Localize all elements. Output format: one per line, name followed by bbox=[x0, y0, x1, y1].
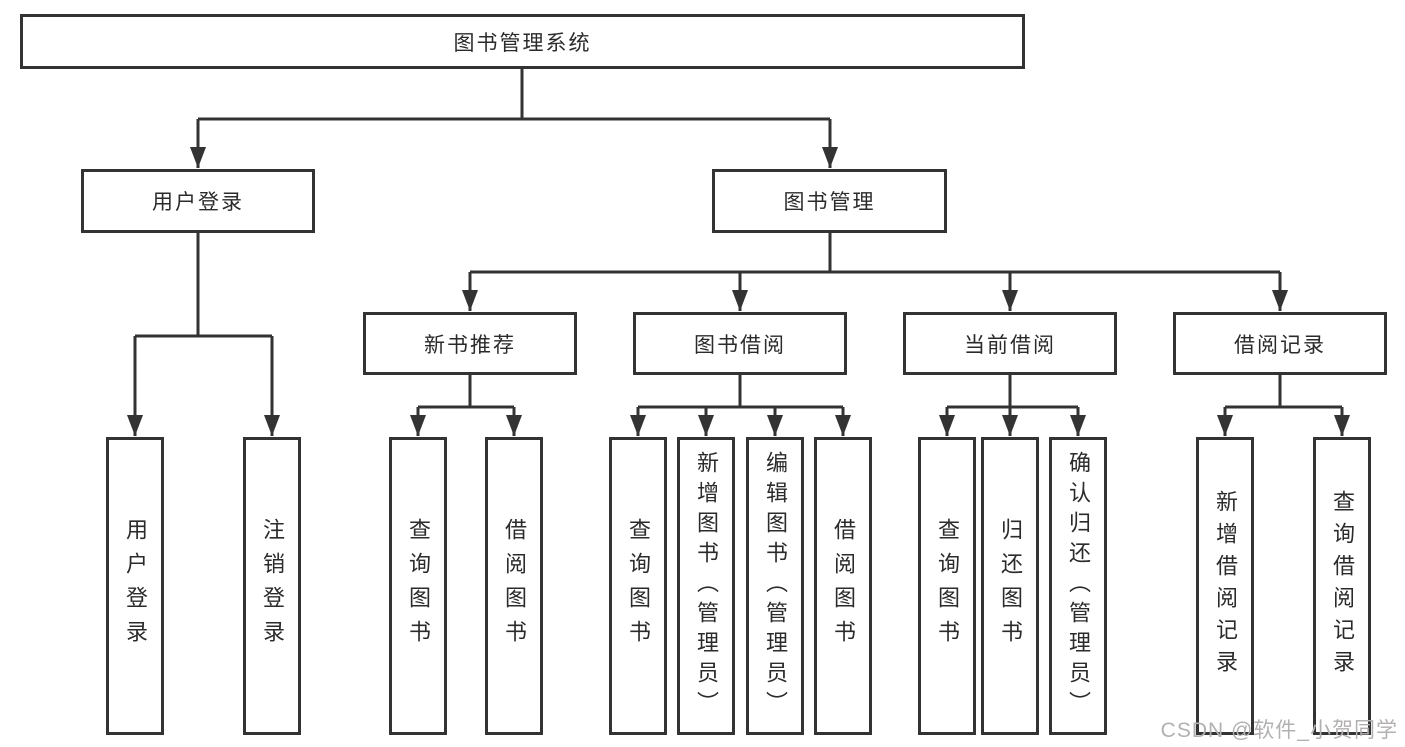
node-borrow-records: 借阅记录 bbox=[1173, 312, 1387, 375]
leaf-add-borrow-record: 新增借阅记录 bbox=[1196, 437, 1254, 735]
connector-newbook-trunk bbox=[418, 375, 514, 409]
leaf-query-borrow-record-label: 查询借阅记录 bbox=[1330, 490, 1355, 682]
connector-root-trunk bbox=[198, 69, 830, 121]
node-book-borrow: 图书借阅 bbox=[633, 312, 847, 375]
leaf-query-borrow-record: 查询借阅记录 bbox=[1313, 437, 1371, 735]
leaf-add-borrow-record-label: 新增借阅记录 bbox=[1213, 490, 1238, 682]
leaf-user-login: 用户登录 bbox=[106, 437, 164, 735]
leaf-logout: 注销登录 bbox=[243, 437, 301, 735]
leaf-query-books-borrow-label: 查询图书 bbox=[626, 518, 651, 654]
leaf-add-book-admin-label: 新增图书（管理员） bbox=[694, 451, 719, 721]
leaf-add-book-admin: 新增图书（管理员） bbox=[677, 437, 735, 735]
connector-bookborrow-trunk bbox=[638, 375, 843, 409]
node-book-management: 图书管理 bbox=[712, 169, 947, 233]
leaf-query-books-current-label: 查询图书 bbox=[935, 518, 960, 654]
leaf-borrow-books-recommend: 借阅图书 bbox=[485, 437, 543, 735]
leaf-borrow-books-recommend-label: 借阅图书 bbox=[502, 518, 527, 654]
leaf-borrow-books: 借阅图书 bbox=[814, 437, 872, 735]
leaf-confirm-return-admin-label: 确认归还（管理员） bbox=[1066, 451, 1091, 721]
leaf-query-books-recommend-label: 查询图书 bbox=[406, 518, 431, 654]
node-new-book-recommend: 新书推荐 bbox=[363, 312, 577, 375]
connectors-group bbox=[127, 69, 1350, 436]
leaf-logout-label: 注销登录 bbox=[260, 518, 285, 654]
leaf-query-books-recommend: 查询图书 bbox=[389, 437, 447, 735]
leaf-query-books-borrow: 查询图书 bbox=[609, 437, 667, 735]
leaf-edit-book-admin: 编辑图书（管理员） bbox=[746, 437, 804, 735]
leaf-return-book: 归还图书 bbox=[981, 437, 1039, 735]
connector-userlogin-trunk bbox=[135, 233, 272, 338]
leaf-borrow-books-label: 借阅图书 bbox=[831, 518, 856, 654]
node-user-login: 用户登录 bbox=[81, 169, 315, 233]
leaf-query-books-current: 查询图书 bbox=[918, 437, 976, 735]
leaf-return-book-label: 归还图书 bbox=[998, 518, 1023, 654]
node-current-borrow: 当前借阅 bbox=[903, 312, 1117, 375]
connector-bookmgmt-trunk bbox=[470, 233, 1280, 274]
connector-borrowrecords-trunk bbox=[1225, 375, 1342, 409]
connector-currentborrow-trunk bbox=[947, 375, 1078, 409]
node-root-system: 图书管理系统 bbox=[20, 14, 1025, 69]
leaf-confirm-return-admin: 确认归还（管理员） bbox=[1049, 437, 1107, 735]
leaf-edit-book-admin-label: 编辑图书（管理员） bbox=[763, 451, 788, 721]
leaf-user-login-label: 用户登录 bbox=[123, 518, 148, 654]
csdn-watermark: CSDN @软件_小贺同学 bbox=[1160, 719, 1398, 742]
